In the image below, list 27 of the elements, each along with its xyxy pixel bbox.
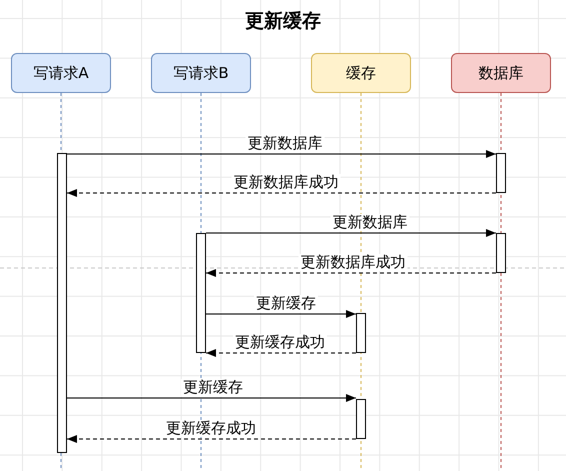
edge-label: 更新缓存成功 bbox=[164, 420, 258, 437]
participant-box: 写请求A bbox=[11, 53, 111, 93]
activation-bar bbox=[356, 313, 366, 353]
message-arrow bbox=[206, 229, 496, 237]
edge-label: 更新数据库成功 bbox=[298, 254, 408, 271]
activation-bar bbox=[356, 399, 366, 439]
activation-bar bbox=[196, 233, 206, 353]
activation-bar bbox=[496, 153, 506, 193]
edge-label: 更新数据库 bbox=[246, 135, 324, 152]
message-arrow bbox=[206, 310, 356, 318]
edge-label: 更新数据库 bbox=[330, 214, 410, 231]
return-arrow bbox=[66, 189, 496, 197]
edge-label: 更新缓存 bbox=[181, 379, 245, 396]
edge-label: 更新数据库成功 bbox=[232, 174, 340, 191]
diagram-title: 更新缓存 bbox=[245, 9, 321, 33]
activation-bar bbox=[57, 153, 67, 453]
return-arrow bbox=[206, 349, 356, 357]
edge-label: 更新缓存成功 bbox=[233, 334, 327, 351]
return-arrow bbox=[206, 269, 496, 277]
participant-box: 写请求B bbox=[151, 53, 251, 93]
message-arrow bbox=[66, 394, 356, 402]
message-arrow bbox=[66, 150, 496, 158]
activation-bar bbox=[496, 233, 506, 273]
participant-box: 数据库 bbox=[451, 53, 551, 93]
return-arrow bbox=[66, 435, 356, 443]
edge-label: 更新缓存 bbox=[254, 295, 318, 312]
participant-box: 缓存 bbox=[311, 53, 411, 93]
